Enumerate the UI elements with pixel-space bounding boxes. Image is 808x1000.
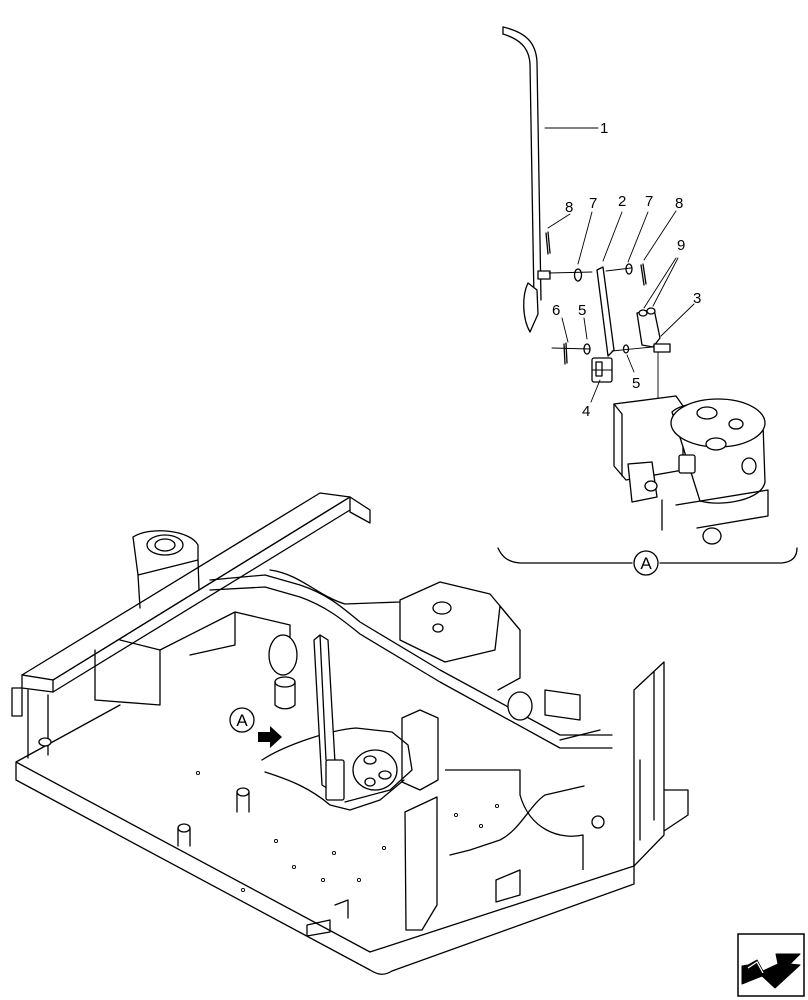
assembly-axis: [548, 267, 659, 403]
left-hook: [306, 899, 349, 937]
detail-callout-label: A: [640, 554, 652, 573]
clevis-part: [591, 357, 613, 383]
leader-lines: [544, 127, 695, 403]
link-plate: [596, 266, 615, 357]
plate-holes: [195, 770, 500, 893]
base-plate: [15, 704, 635, 975]
left-wall-hole: [268, 634, 298, 676]
ring-left: [573, 268, 583, 282]
pin-lower: [563, 342, 568, 365]
left-post: [274, 681, 296, 710]
right-rear-panel: [495, 869, 521, 903]
part-label-7-right: 7: [645, 193, 653, 210]
pin-left: [545, 231, 551, 255]
front-beam: [449, 785, 585, 856]
right-column: [544, 661, 665, 867]
view-direction-arrow: [258, 726, 282, 748]
frame-control-valve: [261, 634, 413, 811]
front-bracket-plate: [404, 796, 438, 931]
part-label-9: 9: [677, 237, 685, 254]
left-post-top: [274, 676, 296, 688]
part-label-5-left: 5: [578, 302, 586, 319]
frame-assembly-view: A: [11, 492, 689, 975]
lever-rod: [502, 26, 551, 333]
detail-callout-circle: [633, 550, 659, 576]
right-upper-housing: [399, 581, 533, 721]
part-label-8-right: 8: [675, 195, 683, 212]
part-label-8-left: 8: [565, 199, 573, 216]
front-stud-2: [177, 823, 191, 833]
part-label-7-left: 7: [589, 195, 597, 212]
detail-view-a: 1 8 7 2 7 8 9 3 6 5 5 4 A: [497, 26, 798, 576]
spring-housing: [132, 530, 200, 609]
part-label-1: 1: [600, 120, 608, 137]
part-label-4: 4: [582, 403, 590, 420]
part-label-2: 2: [618, 193, 626, 210]
front-stud-1: [236, 787, 250, 797]
return-arrow-icon[interactable]: [737, 933, 805, 997]
part-label-6: 6: [552, 302, 560, 319]
pin-right: [640, 263, 647, 286]
view-callout-circle: [229, 707, 255, 733]
right-front-wall: [445, 769, 584, 870]
control-valve: [613, 395, 769, 545]
left-column-bracket: [401, 709, 439, 791]
detail-bracket: [497, 547, 798, 564]
ring-right: [625, 263, 633, 275]
part-label-5-right: 5: [632, 375, 640, 392]
part-label-3: 3: [693, 290, 701, 307]
view-callout-label: A: [236, 711, 248, 730]
top-left-rail: [11, 492, 371, 759]
bracket-part: [636, 307, 671, 353]
